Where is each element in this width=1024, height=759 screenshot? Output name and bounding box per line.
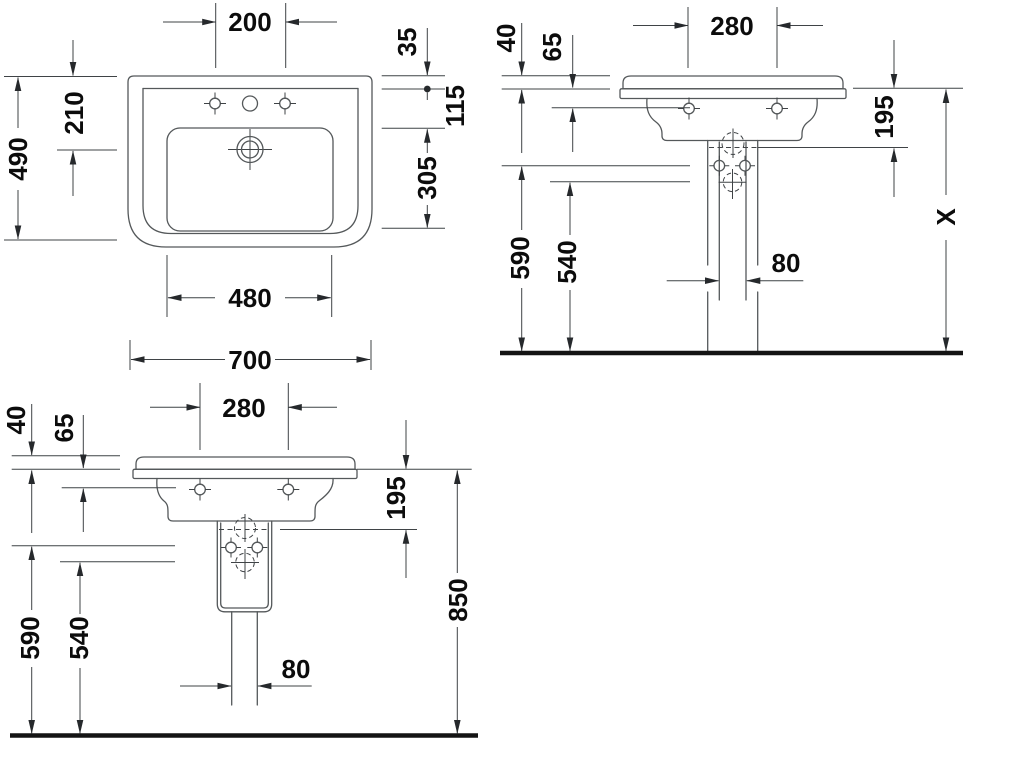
pedestal-view-dimension-lines — [501, 7, 963, 352]
faucet-holes — [189, 478, 300, 501]
dim-rear-to-bowl-label: 115 — [440, 85, 470, 127]
dim-rim-height-label: 850 — [443, 578, 473, 621]
drain-symbol — [228, 129, 272, 170]
faucet-holes — [678, 97, 788, 120]
dim-bolt-height-590-label: 590 — [505, 236, 535, 279]
front-view-pedestal: 280 40 65 195 590 540 X 80 — [491, 7, 963, 356]
drain-pipe — [231, 611, 258, 706]
dim-rim-to-underside-label: 195 — [381, 476, 411, 519]
dimension-dot — [423, 85, 431, 93]
dim-overall-width-label: 700 — [228, 345, 271, 375]
plan-view: 200 35 115 210 490 305 480 700 — [3, 3, 470, 375]
basin-outline — [619, 75, 847, 142]
front-view-semi-pedestal: 280 40 65 195 590 540 850 80 — [1, 383, 478, 738]
pedestal — [707, 128, 759, 353]
dim-bowl-depth-label: 305 — [412, 156, 442, 199]
semi-pedestal-view-dimension-lines — [11, 383, 472, 734]
dim-front-to-drain-label: 210 — [59, 91, 89, 134]
basin-outline — [127, 75, 373, 248]
inner-basin — [166, 127, 334, 232]
dim-outlet-width-label: 80 — [772, 248, 801, 278]
dim-overall-height-label: X — [931, 208, 961, 226]
dim-faucet-spacing-label: 280 — [222, 393, 265, 423]
dim-bowl-width-label: 480 — [228, 283, 271, 313]
dim-rim-to-faucets-label: 65 — [49, 414, 79, 443]
semi-pedestal — [216, 514, 273, 706]
dim-rear-overhang-label: 35 — [392, 28, 422, 57]
dim-outlet-width-label: 80 — [282, 654, 311, 684]
dim-bolt-height-540-label: 540 — [552, 240, 582, 283]
faucet-holes — [204, 92, 296, 115]
drain-pipe — [718, 141, 747, 301]
dim-rim-to-underside-label: 195 — [869, 95, 899, 138]
dim-rim-step-label: 40 — [1, 406, 31, 435]
dim-faucet-spacing-label: 280 — [710, 11, 753, 41]
faucet-hole-right — [274, 92, 296, 115]
dim-bolt-height-540-label: 540 — [64, 616, 94, 659]
mounting-holes — [709, 128, 755, 199]
basin-outline — [132, 456, 358, 522]
dim-faucet-spacing-label: 200 — [228, 7, 271, 37]
faucet-hole-left — [204, 92, 226, 115]
plan-dimension-lines — [4, 3, 445, 370]
dim-rim-to-faucets-label: 65 — [537, 33, 567, 62]
dim-overall-depth-label: 490 — [3, 137, 33, 180]
faucet-hole-center — [241, 95, 259, 112]
mounting-holes — [221, 514, 268, 579]
dim-bolt-height-590-label: 590 — [15, 616, 45, 659]
dim-rim-step-label: 40 — [491, 24, 521, 53]
